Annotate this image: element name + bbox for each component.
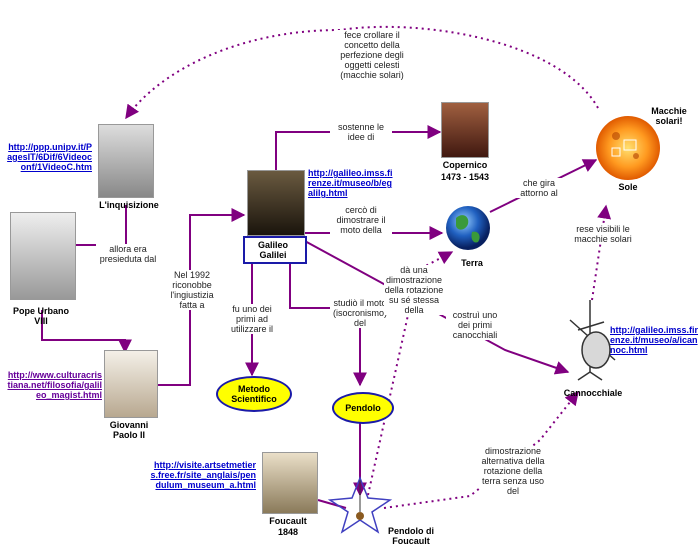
node-copernico: Copernico xyxy=(442,160,488,170)
earth-image xyxy=(446,206,490,250)
label-crollare: fece crollare il concetto della perfezio… xyxy=(334,30,410,80)
node-terra: Terra xyxy=(461,258,483,268)
node-pendolo: Pendolo xyxy=(332,392,394,424)
label-rese-visibili: rese visibili le macchie solari xyxy=(570,224,636,244)
node-foucault-anno: 1848 xyxy=(277,527,299,537)
node-sole: Sole xyxy=(618,182,638,192)
label-gira: che gira attorno al xyxy=(510,178,568,198)
giovanni-paolo-image xyxy=(104,350,158,418)
edge-galileo-pendolo xyxy=(289,262,367,387)
node-giovanni-paolo: Giovanni Paolo II xyxy=(109,420,149,440)
sun-image xyxy=(596,116,660,180)
label-costrui: costruì uno dei primi canocchiali xyxy=(446,310,504,340)
link-cultura[interactable]: http://www.culturacristiana.net/filosofi… xyxy=(7,370,102,400)
edge-foucault-cannocchiale xyxy=(383,390,579,509)
edge-inquisizione-papa xyxy=(72,205,127,246)
galileo-portrait-image xyxy=(247,170,305,236)
link-imss-galileo[interactable]: http://galileo.imss.firenze.it/museo/b/e… xyxy=(308,168,393,198)
label-nel1992: Nel 1992 riconobbe l'ingiustizia fatta a xyxy=(164,270,220,310)
pope-urbano-image xyxy=(10,212,76,300)
edge-papa-giovanni xyxy=(41,310,132,354)
node-copernico-anni: 1473 - 1543 xyxy=(440,172,490,182)
copernico-image xyxy=(441,102,489,158)
label-da-una: dà una dimostrazione della rotazione su … xyxy=(384,265,444,315)
galileo-node-box xyxy=(243,236,307,264)
label-cerco: cercò di dimostrare il moto della xyxy=(330,205,392,235)
label-dimostrazione: dimostrazione alternativa della rotazion… xyxy=(480,446,546,496)
link-imss-cannoc[interactable]: http://galileo.imss.firenze.it/museo/a/i… xyxy=(610,325,699,355)
label-studio: studiò il moto (isocronismo) del xyxy=(330,298,390,328)
node-foucault: Foucault xyxy=(269,516,307,526)
inquisition-image xyxy=(98,124,154,198)
link-pendulum[interactable]: http://visite.artsetmetiers.free.fr/site… xyxy=(150,460,256,490)
foucault-image xyxy=(262,452,318,514)
label-presieduta: allora era presieduta dal xyxy=(96,244,160,264)
node-macchie: Macchie solari! xyxy=(651,106,687,126)
node-metodo: Metodo Scientifico xyxy=(216,376,292,412)
telescope-image xyxy=(569,300,616,381)
label-fu-uno: fu uno dei primi ad utilizzare il xyxy=(224,304,280,334)
node-galileo: Galileo Galilei xyxy=(257,240,288,260)
link-unipv[interactable]: http://ppp.unipv.it/PagesIT/6Dif/6Videoc… xyxy=(7,142,92,172)
node-papa-urbano: Pope Urbano VIII xyxy=(12,306,69,326)
label-sostenne: sostenne le idee di xyxy=(330,122,392,142)
edge-cannocchiale-sole xyxy=(591,204,612,301)
node-cannocchiale: Cannocchiale xyxy=(563,388,623,398)
node-inquisizione: L'inquisizione xyxy=(99,200,159,210)
edge-galileo-cannocchiale xyxy=(302,239,570,375)
node-pendolo-foucault: Pendolo di Foucault xyxy=(388,526,434,546)
